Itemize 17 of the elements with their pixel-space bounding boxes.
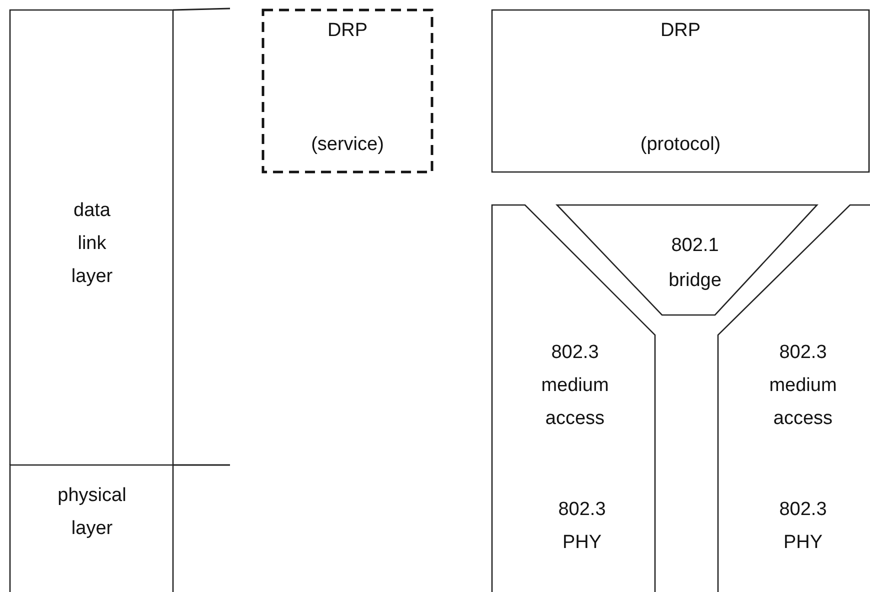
funnel-column bbox=[492, 205, 655, 592]
node-label: (protocol) bbox=[639, 133, 722, 157]
layer-label: physical layer bbox=[56, 484, 128, 541]
layer-label: data link layer bbox=[70, 199, 114, 289]
bridge-trapezoid bbox=[557, 205, 817, 315]
node-label: (service) bbox=[310, 133, 385, 157]
node-label: 802.3 PHY bbox=[557, 498, 607, 555]
layer-cell bbox=[10, 10, 173, 465]
node-label: 802.3 PHY bbox=[778, 498, 828, 555]
service-box bbox=[263, 10, 432, 172]
node-label: 802.1 bridge bbox=[668, 234, 722, 293]
protocol-box bbox=[492, 10, 870, 172]
node-label: DRP bbox=[326, 19, 369, 43]
node-label: 802.3 medium access bbox=[768, 341, 838, 431]
node-label: DRP bbox=[659, 19, 702, 43]
node-label: 802.3 medium access bbox=[540, 341, 610, 431]
layer-cell bbox=[10, 465, 173, 592]
